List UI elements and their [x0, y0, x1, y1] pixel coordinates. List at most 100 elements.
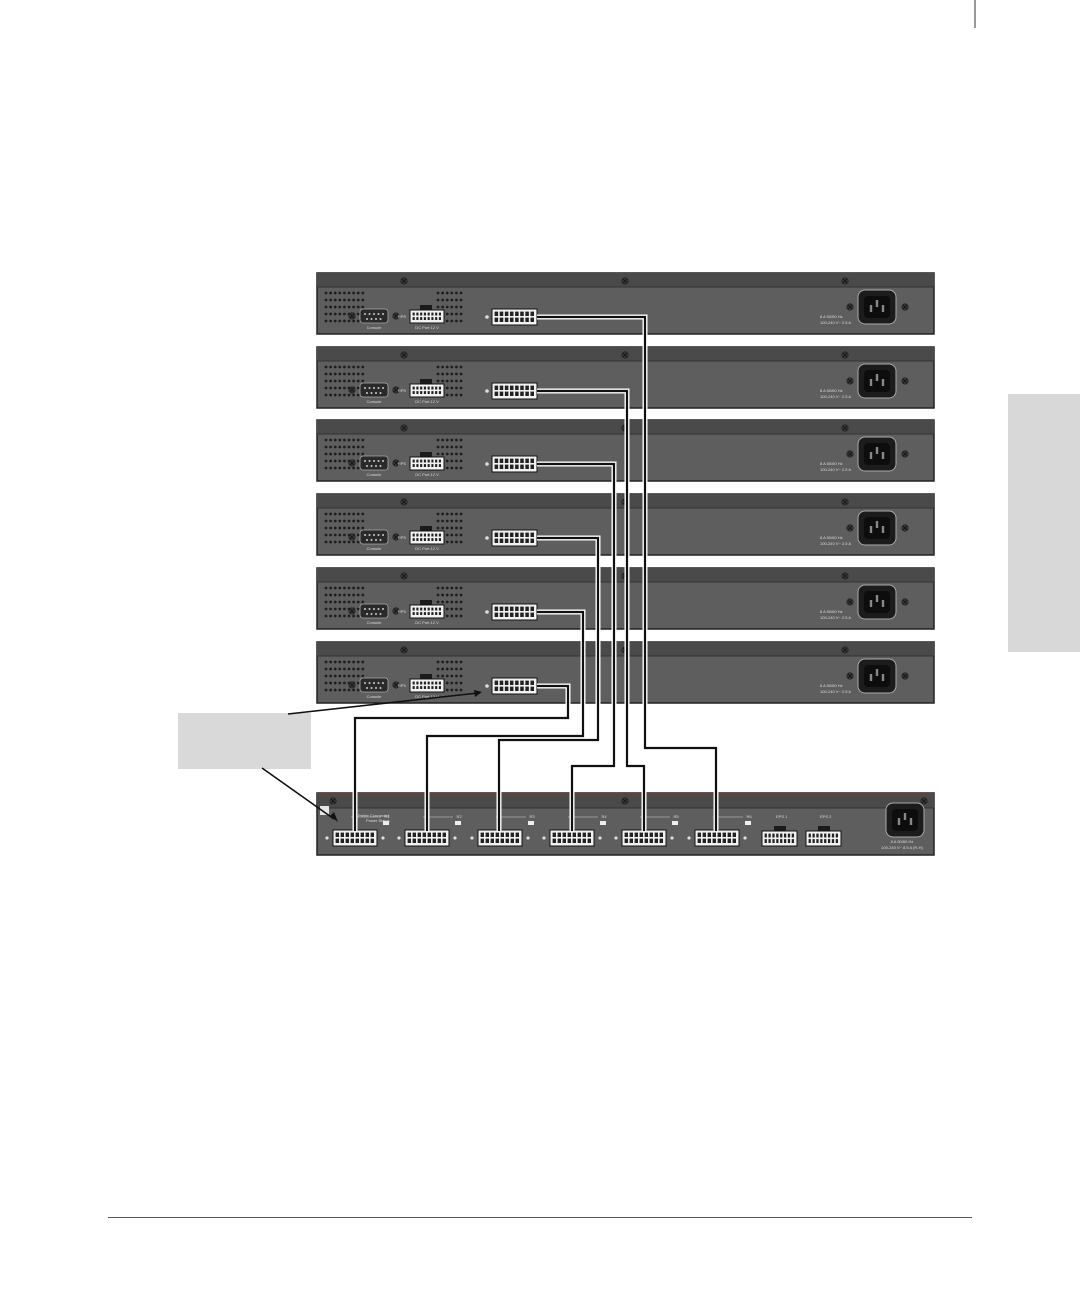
vent-hole	[450, 593, 454, 597]
connector-pin	[515, 686, 519, 691]
connector-pin	[577, 832, 581, 837]
connector-pin	[431, 459, 434, 463]
vent-hole	[436, 667, 440, 671]
vent-hole	[356, 393, 360, 397]
vent-hole	[338, 674, 342, 678]
connector-pin	[412, 464, 415, 467]
vent-hole	[436, 291, 440, 295]
connector-pin	[431, 612, 434, 615]
rps-output-port: R6	[687, 814, 752, 847]
vent-hole	[333, 512, 337, 516]
rps-label: RPS	[398, 388, 407, 393]
screw-slot	[847, 451, 853, 457]
console-shell	[359, 455, 389, 471]
vent-hole	[347, 667, 351, 671]
connector-pin	[697, 832, 701, 837]
connector-pin	[530, 532, 534, 537]
console-port	[359, 308, 389, 324]
connector-pin	[435, 317, 438, 320]
connector-pin	[365, 838, 369, 843]
console-port	[359, 382, 389, 398]
connector-pin	[345, 838, 349, 843]
connector-body	[549, 829, 595, 847]
inlet-pin	[875, 447, 879, 454]
screw-slot	[842, 352, 848, 358]
connector-pin	[494, 686, 499, 691]
console-label: Console	[367, 325, 382, 330]
connector-pin	[567, 838, 571, 843]
connector-pin	[350, 832, 354, 837]
console-pin	[379, 465, 382, 467]
vent-hole	[455, 393, 458, 397]
vent-hole	[361, 452, 365, 456]
connector-pin	[420, 533, 423, 537]
screw-icon	[901, 450, 909, 458]
vent-hole	[347, 445, 351, 449]
console-shell	[359, 382, 389, 398]
vent-hole	[324, 681, 328, 685]
connector-pin	[791, 839, 794, 843]
vent-hole	[436, 452, 440, 456]
connector-pin	[438, 681, 441, 685]
callout-leader-switch	[287, 692, 479, 715]
mount-dot	[542, 836, 546, 840]
connector-pin	[827, 839, 831, 843]
screw-slot	[847, 378, 853, 384]
vent-hole	[445, 586, 449, 590]
connector-pin	[509, 606, 514, 611]
vent-hole	[459, 445, 463, 449]
vent-hole	[361, 593, 365, 597]
vent-hole	[338, 614, 342, 618]
vent-hole	[333, 688, 337, 692]
screw-icon	[846, 598, 854, 606]
connector-pin	[360, 832, 364, 837]
connector-pin	[722, 838, 726, 843]
vent-hole	[324, 298, 328, 302]
connector-pin	[768, 839, 771, 843]
connector-pin	[500, 838, 504, 843]
connector-pin	[624, 832, 628, 837]
screw-slot	[622, 352, 628, 358]
connector-pin	[520, 311, 524, 316]
vent-hole	[347, 438, 351, 442]
console-pin	[382, 608, 384, 610]
connector-pin	[427, 832, 431, 837]
vent-hole	[436, 586, 440, 590]
connector-pin	[435, 391, 438, 394]
connector-pin	[509, 686, 514, 691]
connector-body	[332, 829, 378, 847]
inlet-pin	[875, 521, 879, 528]
connector-pin	[530, 385, 534, 390]
vent-hole	[324, 291, 328, 295]
vent-hole	[445, 298, 449, 302]
connector-pin	[416, 312, 419, 316]
vent-hole	[455, 607, 458, 611]
screw-icon	[348, 312, 356, 320]
console-pin	[373, 313, 375, 315]
vent-hole	[450, 452, 454, 456]
vent-hole	[324, 688, 328, 692]
connector-pin	[562, 838, 566, 843]
vent-hole	[347, 291, 351, 295]
vent-hole	[347, 379, 351, 383]
vent-hole	[441, 512, 444, 516]
screw-slot	[393, 387, 399, 393]
vent-hole	[338, 305, 342, 309]
connector-pin	[824, 833, 827, 838]
vent-hole	[436, 298, 440, 302]
screw-icon	[348, 681, 356, 689]
screw-icon	[846, 450, 854, 458]
vent-hole	[459, 305, 463, 309]
console-pin	[366, 613, 368, 615]
vent-hole	[329, 607, 332, 611]
vent-hole	[455, 298, 458, 302]
vent-hole	[459, 519, 463, 523]
console-pin	[368, 608, 371, 610]
connector-pin	[525, 458, 529, 463]
screw-slot	[622, 278, 628, 284]
dc-port-label: DC Port 12 V	[415, 694, 439, 699]
screw-slot	[349, 608, 355, 614]
connector-pin	[435, 686, 438, 689]
connector-pin	[525, 606, 529, 611]
connector-pin	[525, 317, 529, 322]
